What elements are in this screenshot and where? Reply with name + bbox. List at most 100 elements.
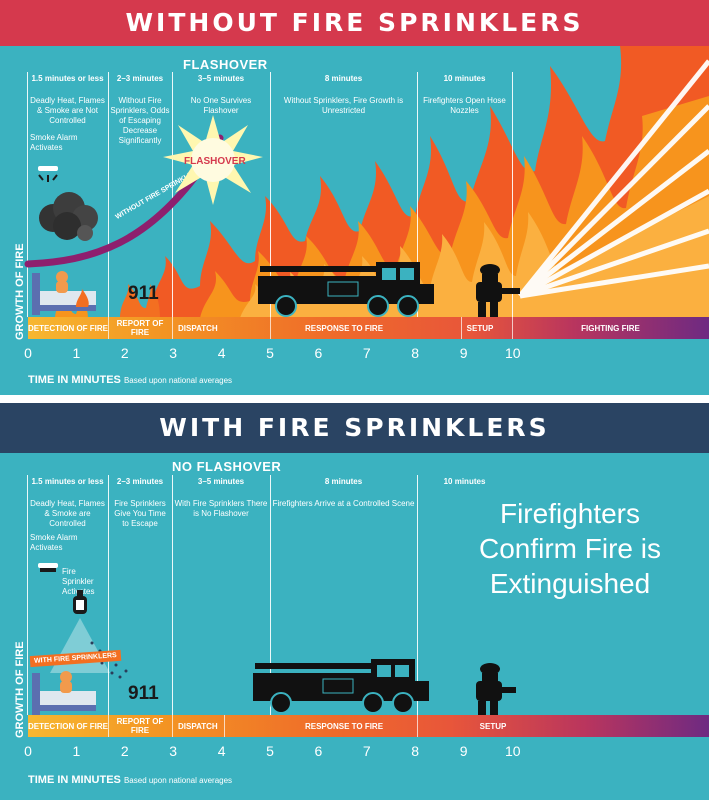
phase-setup: SETUP — [479, 721, 507, 731]
divider — [108, 475, 109, 715]
smoke-icon — [39, 192, 98, 241]
smoke-alarm-icon — [38, 563, 58, 572]
phase-bar: DETECTION OF FIRE REPORT OF FIRE DISPATC… — [28, 715, 709, 737]
flashover-burst-label: FLASHOVER — [184, 156, 246, 167]
phase-response: RESPONSE TO FIRE — [304, 323, 384, 333]
x-tick-label: 8 — [411, 345, 420, 361]
x-tick-label: 1 — [72, 345, 81, 361]
firefighter-icon — [476, 264, 520, 318]
column-detection: 1.5 minutes or less Deadly Heat, Flames … — [29, 74, 106, 126]
x-tick-label: 10 — [505, 743, 521, 759]
phase-dispatch: DISPATCH — [178, 323, 218, 333]
column-time: 8 minutes — [324, 74, 363, 83]
column-text: Firefighters Arrive at a Controlled Scen… — [272, 499, 415, 508]
phase-report: REPORT OF FIRE — [116, 319, 164, 337]
divider — [224, 715, 225, 737]
x-axis-title: TIME IN MINUTES Based upon national aver… — [28, 774, 232, 786]
x-tick-label: 1 — [72, 743, 81, 759]
x-tick-label: 2 — [120, 345, 129, 361]
confirm-line: Firefighters — [499, 498, 641, 529]
x-tick-label: 8 — [411, 743, 420, 759]
column-text: Fire Sprinklers Give You Time to Escape — [114, 499, 166, 528]
flashover-burst-icon — [163, 115, 263, 205]
column-time: 8 minutes — [324, 477, 363, 486]
column-time: 2–3 minutes — [116, 74, 164, 83]
phase-bar: DETECTION OF FIRE REPORT OF FIRE DISPATC… — [28, 317, 709, 339]
x-axis-label: TIME IN MINUTES — [28, 374, 121, 386]
x-tick-label: 5 — [266, 743, 274, 759]
bed-icon — [32, 271, 96, 315]
column-report: 2–3 minutes Without Fire Sprinklers, Odd… — [110, 74, 170, 146]
column-response: 8 minutes Firefighters Arrive at a Contr… — [272, 477, 415, 509]
with-sprinklers-panel: WITH FIRE SPRINKLERS NO FLASHOVER 1.5 mi… — [0, 403, 709, 800]
divider — [27, 72, 28, 317]
flashover-label: FLASHOVER — [183, 57, 268, 72]
divider — [270, 317, 271, 339]
divider — [417, 72, 418, 317]
smoke-alarm-icon — [38, 166, 58, 182]
x-tick-label: 6 — [314, 743, 323, 759]
divider — [512, 72, 513, 317]
column-text: Firefighters Open Hose Nozzles — [423, 96, 506, 115]
column-text: Deadly Heat, Flames & Smoke are Controll… — [30, 499, 105, 528]
divider — [108, 715, 109, 737]
phase-detection: DETECTION OF FIRE — [28, 323, 108, 333]
column-dispatch: 3–5 minutes No One Survives Flashover — [174, 74, 268, 116]
column-time: 10 minutes — [443, 74, 486, 83]
x-tick-label: 10 — [505, 345, 521, 361]
divider — [461, 317, 462, 339]
call-911-label: 911 — [128, 283, 159, 304]
divider — [172, 72, 173, 317]
column-response: 8 minutes Without Sprinklers, Fire Growt… — [272, 74, 415, 116]
banner-title: WITH FIRE SPRINKLERS — [0, 403, 709, 453]
firefighter-icon — [476, 663, 516, 715]
no-flashover-label: NO FLASHOVER — [172, 459, 282, 474]
divider — [27, 475, 28, 715]
divider — [172, 715, 173, 737]
phase-report: REPORT OF FIRE — [116, 717, 164, 735]
x-tick-label: 9 — [459, 345, 468, 361]
column-time: 3–5 minutes — [197, 74, 245, 83]
column-time: 3–5 minutes — [197, 477, 245, 486]
x-tick-label: 7 — [362, 743, 371, 759]
divider — [417, 475, 418, 715]
sprinkler-icon — [73, 590, 87, 614]
phase-response: RESPONSE TO FIRE — [304, 721, 384, 731]
phase-dispatch: DISPATCH — [178, 721, 218, 731]
divider — [108, 72, 109, 317]
x-tick-label: 9 — [459, 743, 468, 759]
column-setup: 10 minutes — [419, 477, 510, 499]
x-tick-label: 3 — [169, 345, 178, 361]
smoke-alarm-label: Smoke Alarm Activates — [30, 533, 78, 552]
smoke-alarm-label: Smoke Alarm Activates — [30, 133, 78, 152]
confirm-line: Extinguished — [489, 568, 651, 599]
x-tick-label: 0 — [24, 743, 32, 759]
divider — [417, 715, 418, 737]
divider — [108, 317, 109, 339]
column-report: 2–3 minutes Fire Sprinklers Give You Tim… — [110, 477, 170, 529]
divider — [270, 72, 271, 317]
banner-title: WITHOUT FIRE SPRINKLERS — [0, 0, 709, 46]
x-axis-note: Based upon national averages — [123, 776, 233, 785]
x-tick-label: 5 — [266, 345, 274, 361]
column-text: Without Sprinklers, Fire Growth is Unres… — [283, 96, 404, 115]
confirm-line: Confirm Fire is — [478, 533, 661, 564]
column-time: 10 minutes — [443, 477, 486, 486]
x-tick-label: 0 — [24, 345, 32, 361]
divider — [172, 475, 173, 715]
confirm-extinguished-text: Firefighters Confirm Fire is Extinguishe… — [445, 496, 695, 601]
x-tick-label: 4 — [217, 743, 226, 759]
divider — [172, 317, 173, 339]
x-tick-label: 2 — [120, 743, 129, 759]
phase-fighting: FIGHTING FIRE — [581, 323, 640, 333]
bed-icon — [32, 671, 96, 715]
x-tick-label: 3 — [169, 743, 178, 759]
without-sprinklers-panel: WITHOUT FIRE SPRINKLERS FLASHOVER 1.5 mi… — [0, 0, 709, 395]
column-setup: 10 minutes Firefighters Open Hose Nozzle… — [419, 74, 510, 116]
column-text: Without Fire Sprinklers, Odds of Escapin… — [110, 96, 170, 145]
divider — [512, 317, 513, 339]
y-axis-title: GROWTH OF FIRE — [14, 243, 26, 340]
column-time: 1.5 minutes or less — [31, 477, 104, 486]
x-axis-title: TIME IN MINUTES Based upon national aver… — [28, 374, 232, 386]
